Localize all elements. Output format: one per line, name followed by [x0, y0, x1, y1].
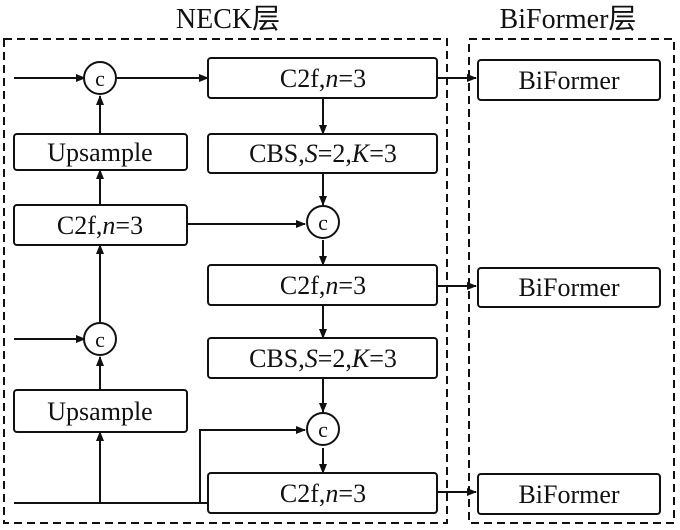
- concat-right-1-label: c: [318, 210, 328, 235]
- cbs-2-box: CBS,S=2,K=3: [207, 337, 438, 379]
- biformer-group-frame: [468, 38, 675, 524]
- biformer-1-box: BiFormer: [477, 59, 661, 101]
- cbs-1-label: CBS,S=2,K=3: [249, 139, 397, 168]
- cbs-2-label: CBS,S=2,K=3: [249, 344, 397, 373]
- concat-left-mid-label: c: [95, 327, 105, 352]
- biformer-title: BiFormer层: [500, 4, 637, 35]
- cbs-1-box: CBS,S=2,K=3: [207, 133, 438, 174]
- upsample-top-box: Upsample: [13, 133, 188, 171]
- concat-top-label: c: [95, 66, 105, 91]
- biformer-3-box: BiFormer: [477, 473, 661, 515]
- concat-right-2: c: [306, 412, 340, 446]
- upsample-bottom-label: Upsample: [47, 397, 152, 426]
- c2f-top-box: C2f,n=3: [207, 57, 438, 99]
- neck-group-frame: [3, 38, 448, 524]
- c2f-mid-label: C2f,n=3: [280, 271, 366, 300]
- concat-top: c: [83, 61, 117, 95]
- biformer-2-box: BiFormer: [477, 267, 661, 308]
- c2f-left-box: C2f,n=3: [13, 204, 188, 246]
- concat-left-mid: c: [83, 322, 117, 356]
- c2f-bottom-label: C2f,n=3: [280, 479, 366, 508]
- neck-title: NECK层: [176, 4, 280, 35]
- connectors: [14, 74, 477, 504]
- c2f-mid-box: C2f,n=3: [207, 264, 438, 306]
- c2f-top-label: C2f,n=3: [280, 64, 366, 93]
- c2f-bottom-box: C2f,n=3: [207, 472, 438, 514]
- biformer-2-label: BiFormer: [518, 273, 619, 302]
- concat-right-2-label: c: [318, 417, 328, 442]
- biformer-3-label: BiFormer: [518, 480, 619, 509]
- concat-right-1: c: [306, 205, 340, 239]
- upsample-top-label: Upsample: [47, 138, 152, 167]
- upsample-bottom-box: Upsample: [13, 389, 188, 433]
- biformer-1-label: BiFormer: [518, 66, 619, 95]
- c2f-left-label: C2f,n=3: [57, 211, 143, 240]
